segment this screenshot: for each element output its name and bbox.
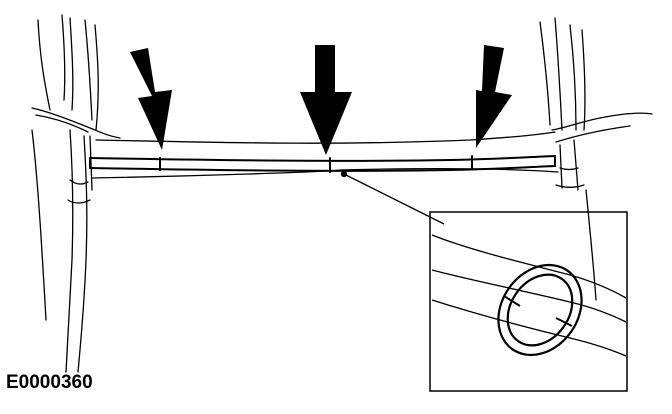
grommet-clip-icon: [497, 263, 583, 357]
arrow-down-right-icon: [476, 45, 512, 148]
arrow-down-left-icon: [130, 48, 172, 150]
roof-lower-edge-right: [339, 168, 559, 173]
right-pillar-outline: [539, 17, 653, 301]
roof-lower-edge: [91, 169, 341, 179]
arrow-down-center-icon: [300, 45, 352, 155]
figure-id-label: E0000360: [6, 372, 93, 393]
left-pillar-outline: [31, 14, 121, 373]
clip-marks: [159, 155, 473, 173]
headliner-edge: [95, 131, 556, 144]
detail-leader: [340, 170, 445, 225]
detail-inset: [429, 211, 628, 392]
trim-rail: [89, 155, 556, 172]
